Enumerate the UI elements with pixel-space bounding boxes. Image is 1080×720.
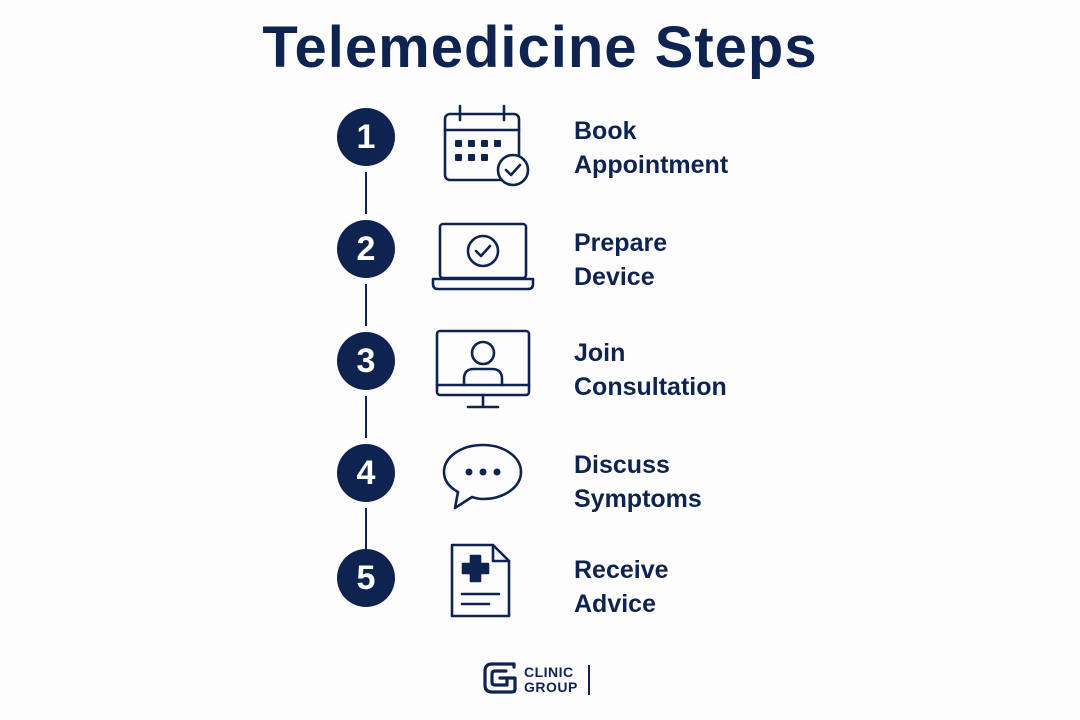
medical-report-icon	[449, 542, 513, 620]
step-number-badge: 3	[337, 332, 395, 390]
clinic-group-logo: CLINIC GROUP	[482, 661, 590, 700]
calendar-check-icon	[442, 104, 532, 188]
step-connector	[365, 172, 367, 214]
logo-wordmark: CLINIC GROUP	[524, 664, 578, 695]
step-label: Book Appointment	[574, 117, 729, 179]
step-label: Prepare Device	[574, 229, 668, 291]
step-connector	[365, 396, 367, 438]
step-number-badge: 1	[337, 108, 395, 166]
step-number-badge: 5	[337, 549, 395, 607]
laptop-check-icon	[431, 221, 535, 293]
page-title: Telemedicine Steps	[262, 15, 818, 80]
step-label: Discuss Symptoms	[574, 451, 702, 513]
step-connector	[365, 508, 367, 550]
video-monitor-icon	[434, 328, 532, 412]
logo-divider	[587, 665, 590, 695]
step-number-badge: 2	[337, 220, 395, 278]
step-connector	[365, 284, 367, 326]
clinic-group-logo-icon	[482, 661, 518, 700]
step-label: Receive Advice	[574, 556, 669, 618]
step-number-badge: 4	[337, 444, 395, 502]
step-label: Join Consultation	[574, 339, 727, 401]
chat-bubble-icon	[441, 442, 525, 514]
